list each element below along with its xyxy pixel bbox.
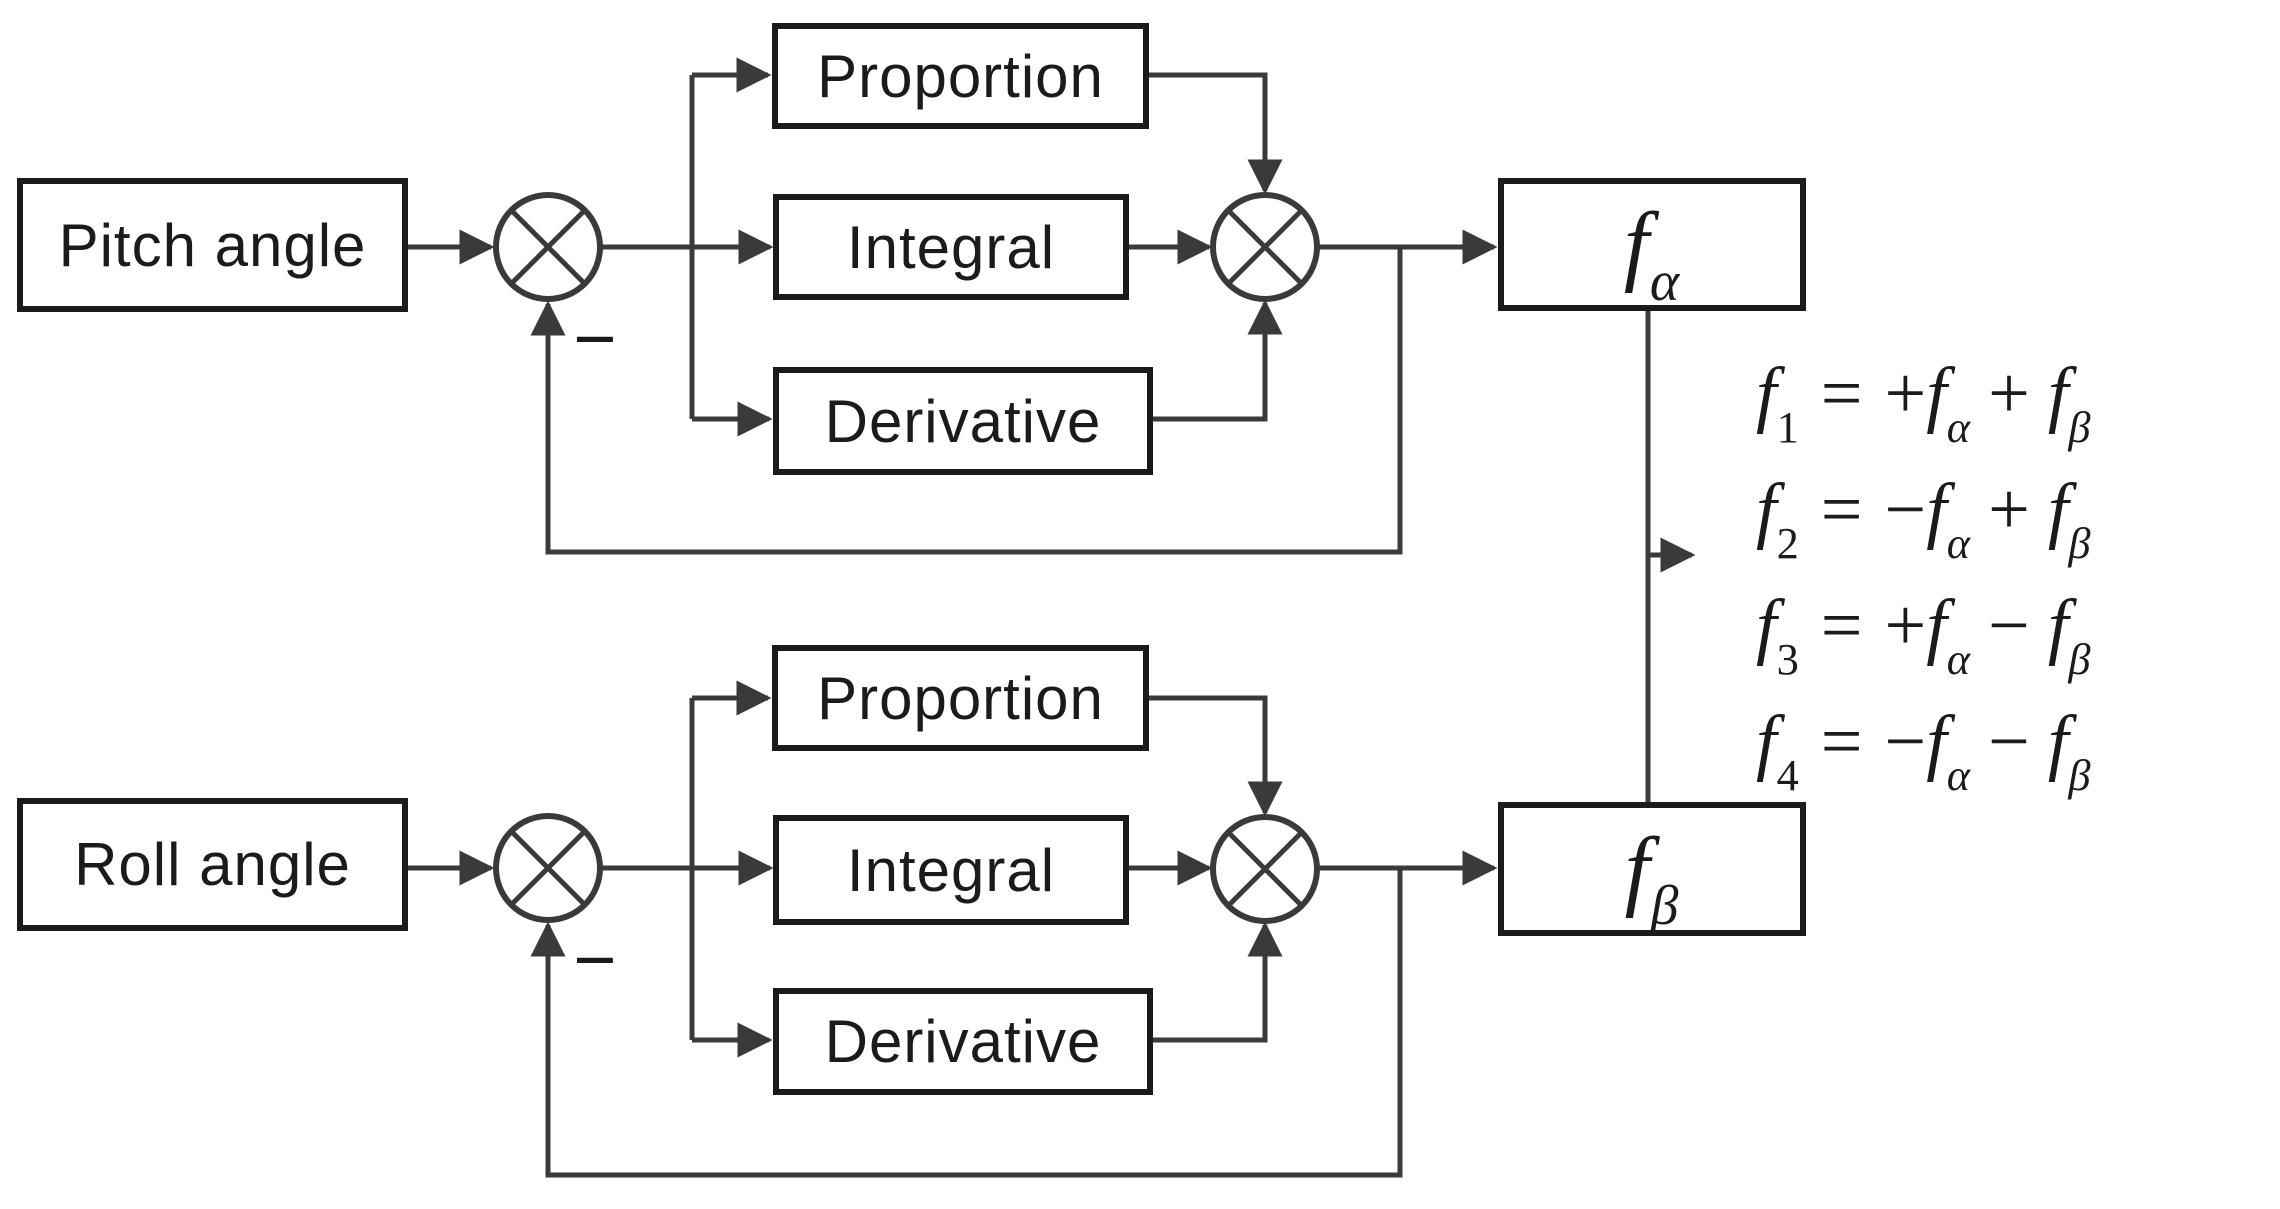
- roll-derivative-label: Derivative: [824, 1008, 1102, 1075]
- equation-f4: f4=−fα−fβ: [1756, 701, 2091, 800]
- pitch-pid-summing-junction-icon: [1210, 192, 1320, 302]
- pitch-integral-label: Integral: [846, 213, 1056, 281]
- pitch-proportion-block: Proportion: [772, 23, 1149, 129]
- roll-derivative-block: Derivative: [773, 988, 1153, 1095]
- equation-f3: f3=+fα−fβ: [1756, 585, 2091, 684]
- roll-derivative-output-arrow: [1152, 921, 1283, 1043]
- roll-error-summing-junction-icon: [493, 813, 603, 923]
- equation-f1: f1=+fα+fβ: [1756, 353, 2091, 452]
- roll-angle-input-block: Roll angle: [17, 798, 408, 931]
- pitch-feedback-minus-sign: −: [573, 297, 616, 380]
- f-beta-label: fβ: [1624, 819, 1680, 938]
- pitch-feedback-line: [530, 247, 1403, 555]
- roll-integral-label: Integral: [846, 836, 1056, 904]
- pitch-error-summing-junction-icon: [493, 192, 603, 302]
- motor-mixing-equations-panel: f1=+fα+fβ f2=−fα+fβ f3=+fα−fβ f4=−fα−fβ: [1756, 336, 2091, 800]
- roll-pid-summing-junction-icon: [1210, 814, 1320, 924]
- roll-proportion-label: Proportion: [817, 664, 1104, 732]
- pitch-angle-input-block: Pitch angle: [17, 178, 408, 312]
- pitch-loop-wires: [407, 57, 1498, 555]
- f-beta-output-block: fβ: [1498, 802, 1806, 936]
- roll-feedback-line: [530, 868, 1403, 1178]
- pitch-angle-label: Pitch angle: [58, 211, 367, 279]
- roll-proportion-output-arrow: [1148, 695, 1283, 817]
- pitch-derivative-label: Derivative: [824, 387, 1102, 455]
- equation-f2: f2=−fα+fβ: [1756, 469, 2091, 568]
- pitch-derivative-block: Derivative: [773, 367, 1153, 475]
- f-alpha-label: fα: [1623, 195, 1681, 313]
- f-alpha-output-block: fα: [1498, 178, 1806, 311]
- roll-loop-wires: [407, 680, 1498, 1178]
- pitch-proportion-label: Proportion: [817, 42, 1104, 110]
- roll-angle-label: Roll angle: [74, 831, 351, 898]
- pitch-integral-block: Integral: [773, 194, 1129, 300]
- roll-proportion-block: Proportion: [772, 645, 1149, 751]
- pitch-proportion-output-arrow: [1148, 72, 1283, 195]
- roll-feedback-minus-sign: −: [573, 918, 616, 1001]
- output-connector-wires: [1645, 311, 1696, 802]
- roll-integral-block: Integral: [773, 815, 1129, 925]
- pitch-derivative-output-arrow: [1152, 299, 1283, 422]
